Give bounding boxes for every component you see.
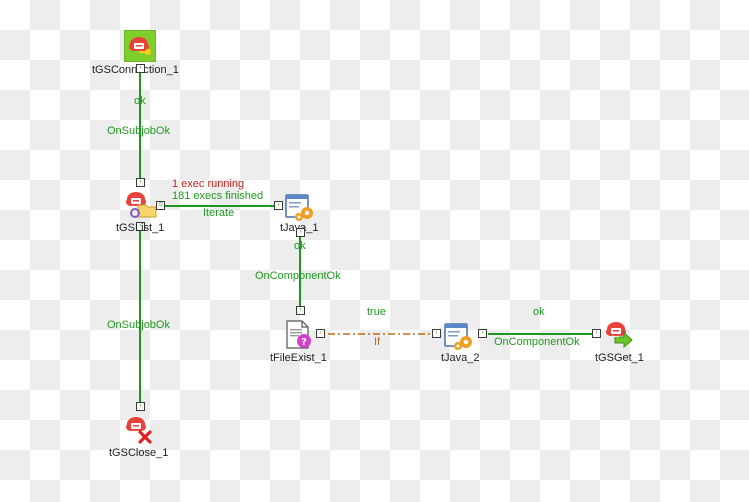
java-gear-icon <box>285 194 313 221</box>
java-gear-icon <box>444 323 472 350</box>
file-exist-node[interactable]: ? <box>284 320 314 350</box>
connector-list-top[interactable]: › <box>136 178 145 187</box>
connector-gsget-left[interactable]: › <box>592 329 601 338</box>
connector-conn-bottom[interactable]: › <box>136 64 145 73</box>
link-label-oncomponentok-2: OnComponentOk <box>494 336 580 348</box>
java-1-node[interactable] <box>285 193 317 223</box>
link-label-iterate: Iterate <box>203 207 235 219</box>
cloud-close-icon <box>126 417 152 444</box>
link-label-if: If <box>374 336 381 348</box>
gs-list-node[interactable] <box>124 189 158 219</box>
link-label-ok-2: ok <box>294 240 306 252</box>
gs-get-node[interactable] <box>603 318 635 350</box>
java-2-node[interactable] <box>444 322 476 352</box>
connector-java2-left[interactable]: › <box>432 329 441 338</box>
file-question-icon: ? <box>286 320 311 349</box>
connector-list-iterate[interactable]: ⊙ <box>156 201 165 210</box>
cloud-list-icon <box>126 192 157 218</box>
connector-list-bottom[interactable]: › <box>136 222 145 231</box>
link-label-oncomponentok-1: OnComponentOk <box>255 270 341 282</box>
cloud-arrow-icon <box>606 322 633 349</box>
connector-fileexist-right[interactable]: › <box>316 329 325 338</box>
gs-connection-node[interactable] <box>123 29 157 63</box>
iterate-running-status: 1 exec running <box>172 178 245 190</box>
link-label-ok-3: ok <box>533 306 545 318</box>
gs-close-node[interactable] <box>124 414 156 446</box>
link-label-onsubjobok-1: OnSubjobOk <box>107 125 170 137</box>
gs-list-label: tGSList_1 <box>116 222 165 234</box>
iterate-finished-status: 181 execs finished <box>172 190 264 202</box>
cloud-key-icon <box>123 29 157 63</box>
connector-close-top[interactable]: › <box>136 402 145 411</box>
connector-fileexist-top[interactable]: › <box>296 306 305 315</box>
file-exist-label: tFileExist_1 <box>270 352 327 364</box>
gs-connection-label: tGSConnection_1 <box>92 64 179 76</box>
connector-java2-right[interactable]: › <box>478 329 487 338</box>
connector-java1-left[interactable]: › <box>274 201 283 210</box>
gs-get-label: tGSGet_1 <box>595 352 644 364</box>
link-label-ok-1: ok <box>134 95 146 107</box>
link-label-onsubjobok-2: OnSubjobOk <box>107 319 170 331</box>
link-label-true: true <box>367 306 386 318</box>
svg-text:?: ? <box>301 337 307 348</box>
connector-java1-bottom[interactable]: › <box>296 228 305 237</box>
gs-close-label: tGSClose_1 <box>109 447 169 459</box>
java-2-label: tJava_2 <box>441 352 480 364</box>
